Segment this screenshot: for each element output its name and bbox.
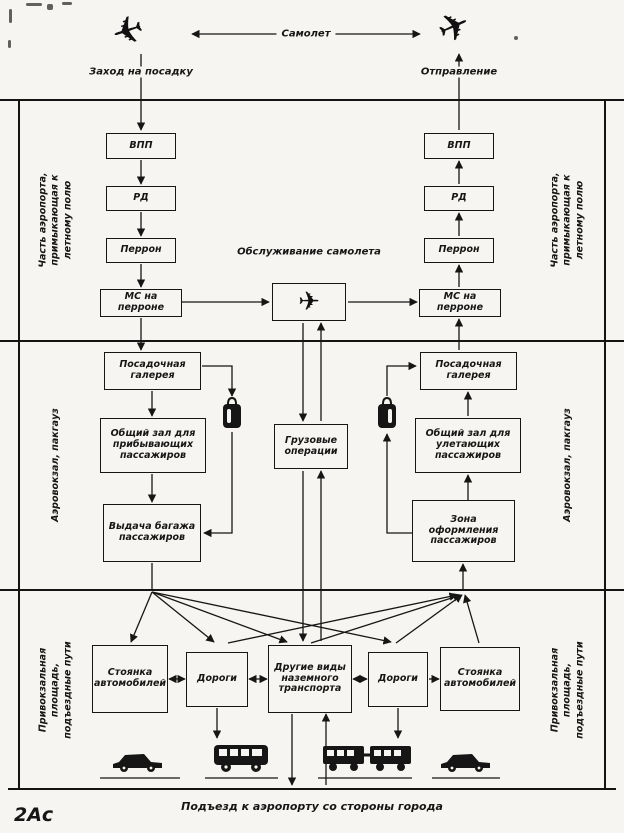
zone-label-forecourt-right: Привокзальная площадь, подъездные пути [549, 641, 586, 739]
page-signature-mark: 2Ас [14, 804, 54, 826]
flow-arrows [130, 29, 480, 786]
node-taxiway-departure: РД [424, 186, 494, 211]
zone-label-forecourt-left: Привокзальная площадь, подъездные пути [37, 641, 74, 739]
zone-label-airfield-left: Часть аэропорта, примыкающая к летному п… [37, 172, 74, 268]
node-taxiway-arrival: РД [106, 186, 176, 211]
node-runway-arrival: ВПП [106, 133, 176, 159]
scan-artifact [8, 40, 11, 48]
node-cargo-operations: Грузовые операции [274, 424, 348, 469]
aircraft-service-label: Обслуживание самолета [232, 246, 386, 258]
node-parking-right: Стоянка автомобилей [440, 647, 520, 711]
node-apron-departure: Перрон [424, 238, 494, 263]
baggage-icon-left [223, 396, 241, 428]
approach-label: Заход на посадку [84, 66, 198, 78]
train-icon [323, 746, 411, 771]
car-icon-right [441, 754, 490, 772]
node-parking-left: Стоянка автомобилей [92, 645, 168, 713]
node-gallery-departure: Посадочная галерея [420, 352, 517, 390]
zone-label-terminal-left: Аэровокзал, пакгауз [49, 408, 61, 522]
scan-artifact [514, 36, 518, 40]
scan-artifact [9, 9, 12, 23]
node-gallery-arrival: Посадочная галерея [104, 352, 201, 390]
zone-label-terminal-right: Аэровокзал, пакгауз [561, 408, 573, 522]
zone-label-airfield-right: Часть аэропорта, примыкающая к летному п… [549, 172, 586, 268]
node-roads-right: Дороги [368, 652, 428, 707]
aircraft-service-box: ✈ [272, 283, 346, 321]
baggage-icon-right [378, 396, 396, 428]
scan-artifact [26, 3, 42, 6]
node-stand-departure: МС на перроне [419, 289, 501, 317]
node-apron-arrival: Перрон [106, 238, 176, 263]
node-roads-left: Дороги [186, 652, 248, 707]
scan-artifact [47, 4, 53, 10]
node-other-transport: Другие виды наземного транспорта [268, 645, 352, 713]
node-arrivals-hall: Общий зал для прибывающих пассажиров [100, 418, 206, 473]
scan-artifact [62, 2, 72, 5]
node-baggage-claim: Выдача багажа пассажиров [103, 504, 201, 562]
city-access-caption: Подъезд к аэропорту со стороны города [181, 800, 443, 813]
zone-borders [0, 99, 624, 790]
aircraft-label: Самолет [276, 28, 336, 40]
node-runway-departure: ВПП [424, 133, 494, 159]
node-checkin-zone: Зона оформления пассажиров [412, 500, 515, 562]
bus-icon [214, 745, 268, 772]
node-departures-hall: Общий зал для улетающих пассажиров [415, 418, 521, 473]
departure-label: Отправление [415, 66, 503, 78]
serviced-aircraft-icon: ✈ [298, 287, 320, 317]
node-stand-arrival: МС на перроне [100, 289, 182, 317]
car-icon-left [113, 754, 162, 772]
